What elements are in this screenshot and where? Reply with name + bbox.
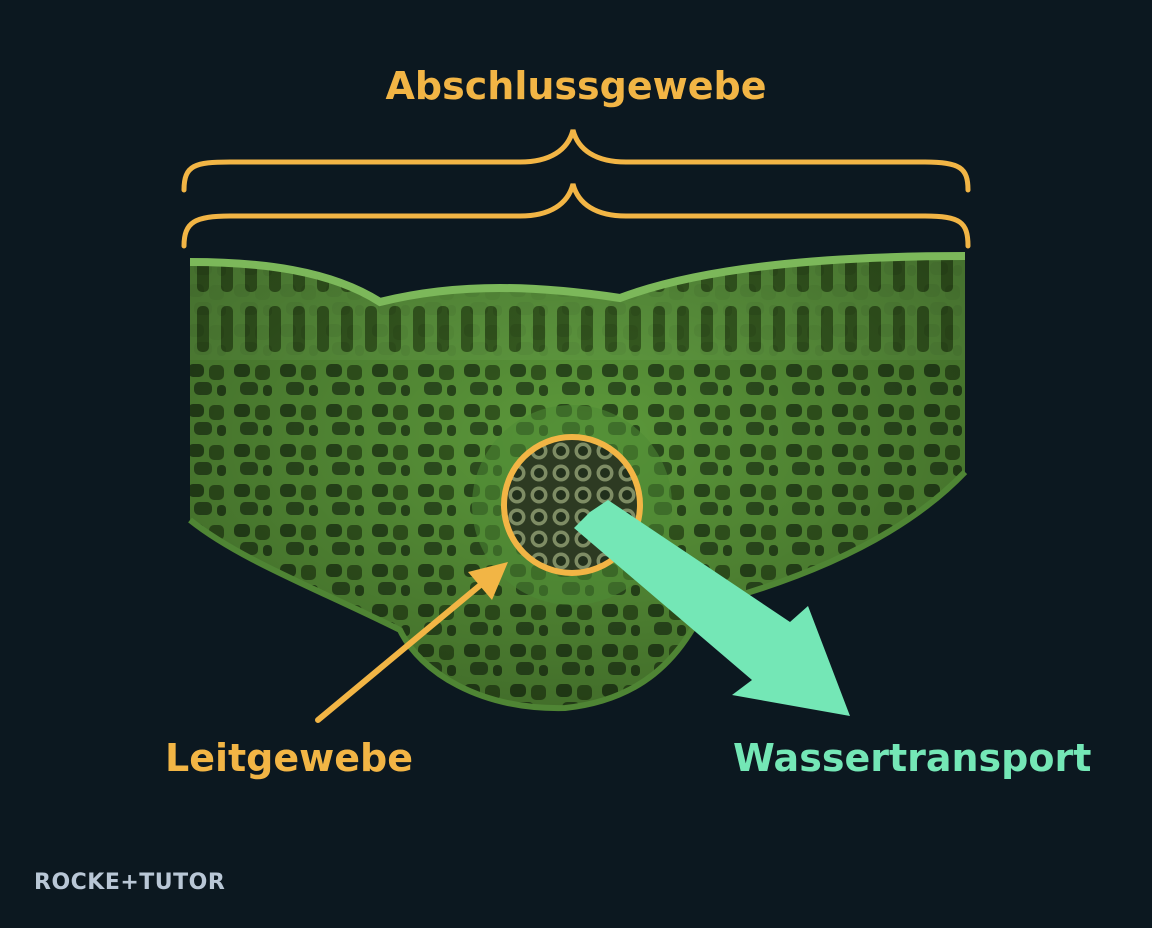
- leitgewebe-label: Leitgewebe: [165, 736, 414, 780]
- vascular-ring: [501, 434, 643, 576]
- wassertransport-label: Wassertransport: [733, 736, 1092, 780]
- lower-epidermis: [188, 469, 968, 712]
- wassertransport-arrow: [574, 500, 850, 716]
- rockettutor-logo: ROCKE+TUTOR: [34, 870, 226, 895]
- leitgewebe-arrow: [315, 562, 508, 723]
- upper-epidermis: [189, 252, 966, 307]
- upper-brace: [181, 129, 971, 193]
- abschlussgewebe-label: Abschlussgewebe: [385, 64, 767, 108]
- lower-brace: [181, 183, 971, 249]
